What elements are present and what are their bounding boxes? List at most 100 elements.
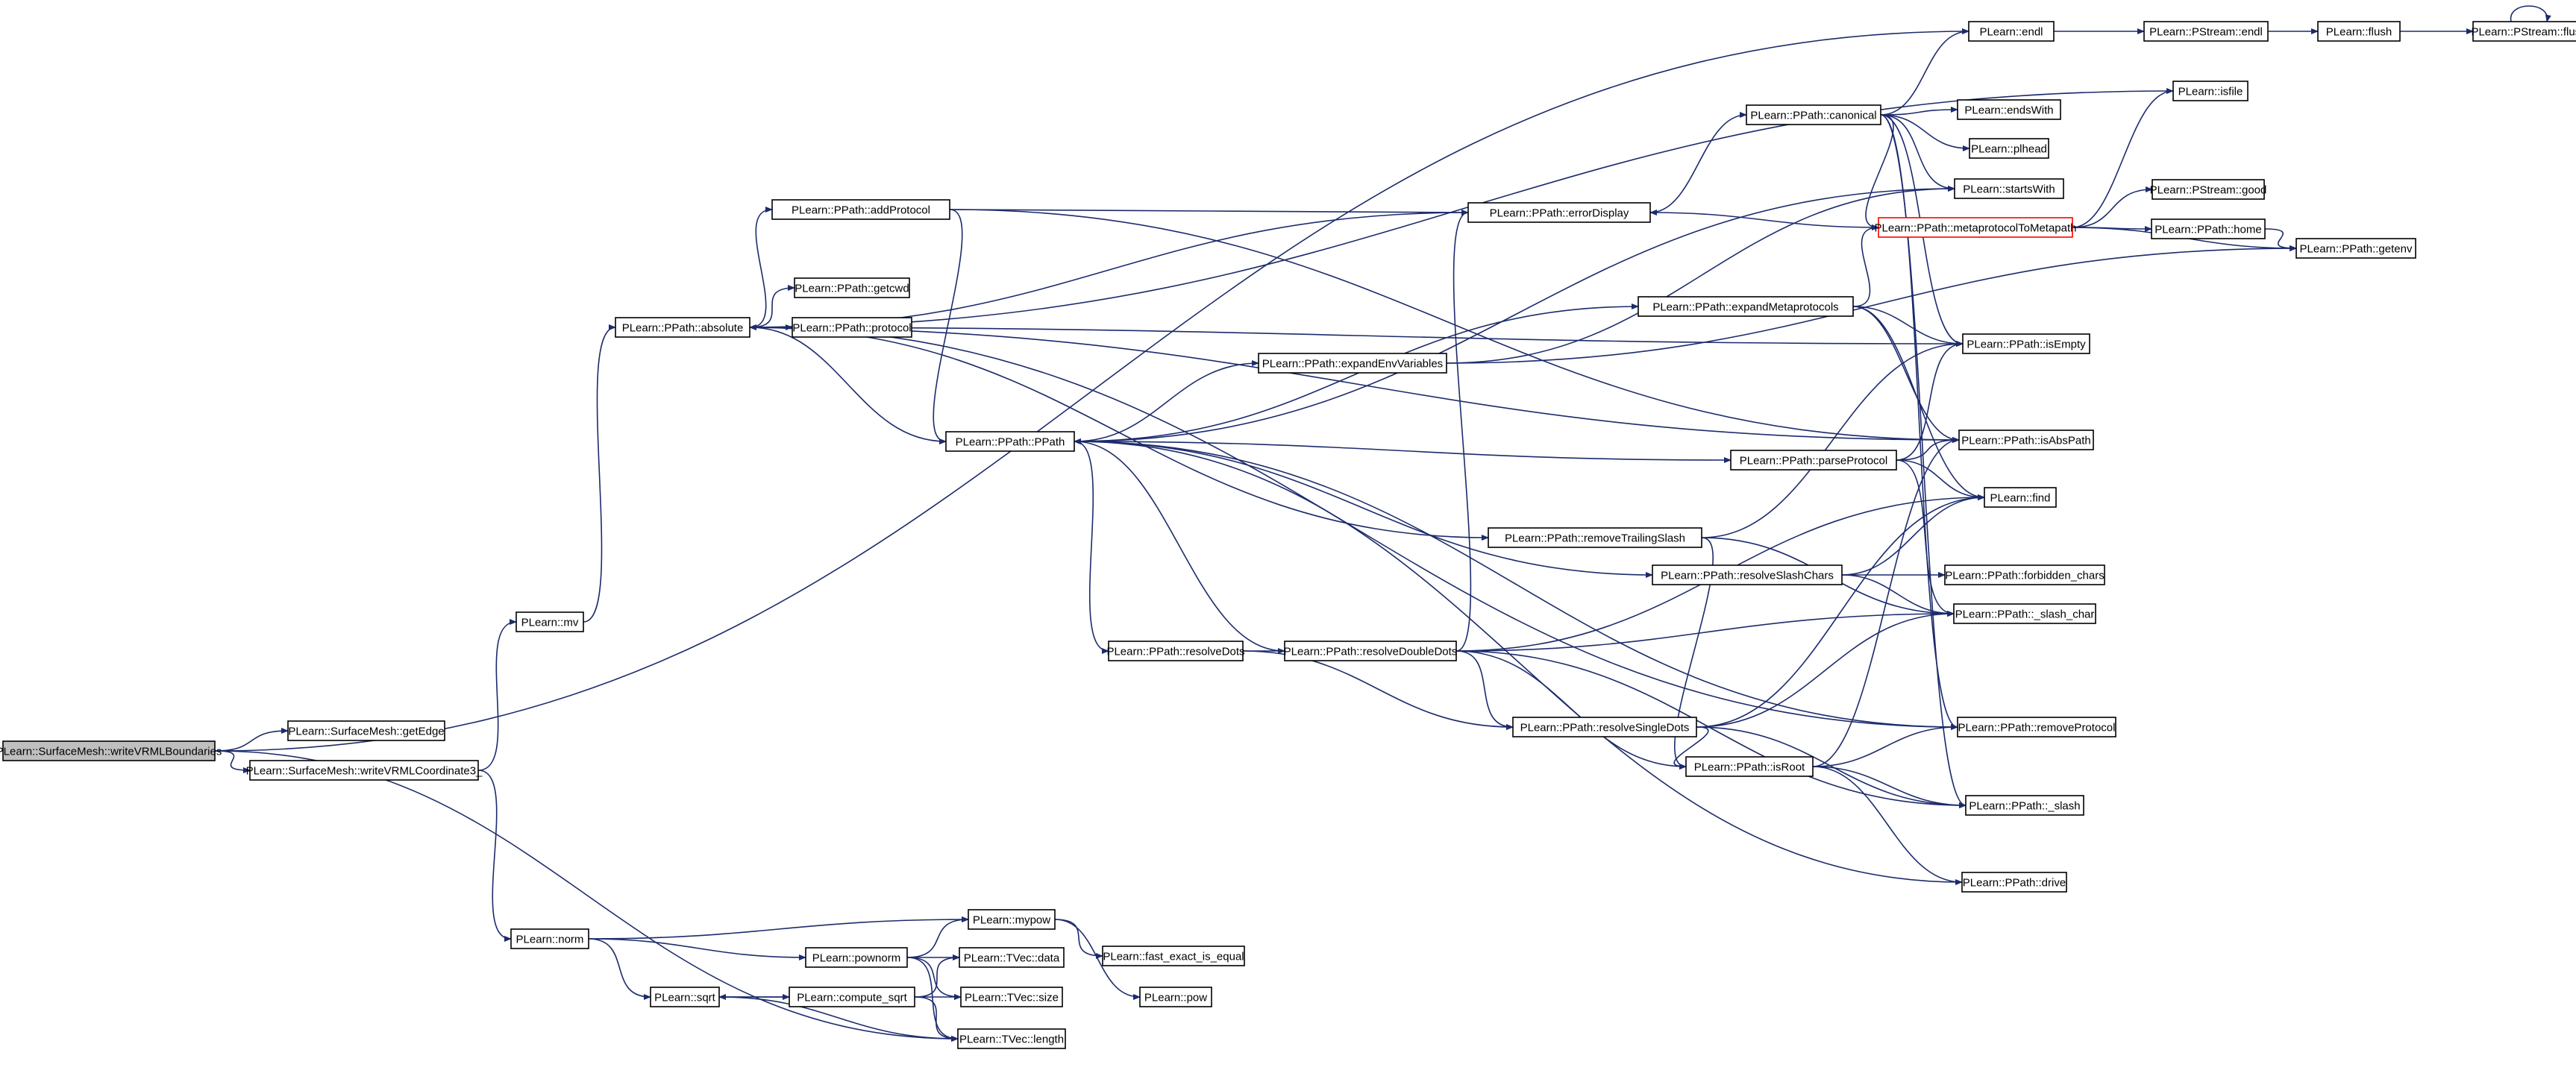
node-box[interactable] [1685,756,1814,777]
node-is-empty[interactable]: PLearn::PPath::isEmpty [1962,333,2090,354]
node-flush[interactable]: PLearn::flush [2317,21,2401,42]
node-endl[interactable]: PLearn::endl [1968,21,2055,42]
node-pstream-good[interactable]: PLearn::PStream::good [2150,179,2267,200]
node-box[interactable] [1969,138,2049,159]
node-box[interactable] [1968,21,2055,42]
node-box[interactable] [1965,795,2084,816]
node-box[interactable] [1102,946,1245,966]
node-box[interactable] [805,947,908,968]
node-box[interactable] [2,740,216,761]
node-box[interactable] [1488,527,1702,548]
node-box[interactable] [287,720,445,741]
node-box[interactable] [1878,217,2073,238]
node-box[interactable] [1957,99,2061,120]
node-add-protocol[interactable]: PLearn::PPath::addProtocol [771,199,950,220]
node-box[interactable] [1512,717,1697,737]
node-isfile[interactable]: PLearn::isfile [2172,81,2248,101]
node-box[interactable] [1652,564,1843,585]
node-box[interactable] [1953,603,2096,624]
node-root[interactable]: PLearn::SurfaceMesh::writeVRMLBoundaries [0,740,222,761]
node-sqrt[interactable]: PLearn::sqrt [650,987,720,1007]
node-write-coord[interactable]: PLearn::SurfaceMesh::writeVRMLCoordinate… [246,760,483,781]
node-is-root[interactable]: PLearn::PPath::isRoot [1685,756,1814,777]
node-box[interactable] [959,947,1065,968]
node-resolve-dots[interactable]: PLearn::PPath::resolveDots [1106,641,1245,661]
node-box[interactable] [2151,218,2266,239]
node-metaprotocol[interactable]: PLearn::PPath::metaprotocolToMetapath [1875,217,2077,238]
node-expand-meta[interactable]: PLearn::PPath::expandMetaprotocols [1638,296,1854,317]
node-resolve-double-dots[interactable]: PLearn::PPath::resolveDoubleDots [1284,641,1458,661]
node-remove-protocol[interactable]: PLearn::PPath::removeProtocol [1957,717,2116,737]
node-box[interactable] [249,760,479,781]
node-box[interactable] [510,928,589,949]
node-canonical[interactable]: PLearn::PPath::canonical [1746,104,1881,125]
node-box[interactable] [2295,238,2416,259]
node-box[interactable] [1467,202,1651,223]
node-tvec-length[interactable]: PLearn::TVec::length [957,1028,1066,1049]
node-absolute[interactable]: PLearn::PPath::absolute [615,317,750,338]
node-box[interactable] [2317,21,2401,42]
node-pstream-endl[interactable]: PLearn::PStream::endl [2143,21,2269,42]
node-expand-env-variables[interactable]: PLearn::PPath::expandEnvVariables [1258,353,1447,374]
node-getcwd[interactable]: PLearn::PPath::getcwd [794,277,910,298]
node-box[interactable] [1139,987,1212,1007]
node-box[interactable] [2152,179,2265,200]
node-ends-with[interactable]: PLearn::endsWith [1957,99,2061,120]
node-box[interactable] [792,317,912,338]
node-slash-char[interactable]: PLearn::PPath::_slash_char [1953,603,2096,624]
node-box[interactable] [1108,641,1244,661]
node-forbidden-chars[interactable]: PLearn::PPath::forbidden_chars [1944,564,2105,585]
node-box[interactable] [945,431,1075,452]
node-box[interactable] [794,277,910,298]
node-box[interactable] [1954,178,2064,199]
node-pstream-flush[interactable]: PLearn::PStream::flush [2471,21,2576,42]
node-mypow[interactable]: PLearn::mypow [968,909,1056,930]
node-mv[interactable]: PLearn::mv [515,611,584,632]
node-norm[interactable]: PLearn::norm [510,928,589,949]
node-getenv[interactable]: PLearn::PPath::getenv [2295,238,2416,259]
node-pow[interactable]: PLearn::pow [1139,987,1212,1007]
node-box[interactable] [515,611,584,632]
node-box[interactable] [1984,487,2057,508]
node-box[interactable] [650,987,720,1007]
node-box[interactable] [615,317,750,338]
node-find[interactable]: PLearn::find [1984,487,2057,508]
node-pownorm[interactable]: PLearn::pownorm [805,947,908,968]
node-plhead[interactable]: PLearn::plhead [1969,138,2049,159]
node-box[interactable] [789,987,915,1007]
node-box[interactable] [1957,717,2116,737]
node-protocol[interactable]: PLearn::PPath::protocol [792,317,912,338]
node-box[interactable] [771,199,950,220]
node-box[interactable] [1962,333,2090,354]
node-home[interactable]: PLearn::PPath::home [2151,218,2266,239]
node-get-edge[interactable]: PLearn::SurfaceMesh::getEdge [287,720,445,741]
node-box[interactable] [1961,872,2067,893]
node-box[interactable] [2172,81,2248,101]
node-tvec-size[interactable]: PLearn::TVec::size [960,987,1063,1007]
node-box[interactable] [1944,564,2105,585]
node-box[interactable] [968,909,1056,930]
node-resolve-slash-chars[interactable]: PLearn::PPath::resolveSlashChars [1652,564,1843,585]
node-box[interactable] [2143,21,2269,42]
node-box[interactable] [1958,430,2094,450]
node-box[interactable] [957,1028,1066,1049]
node-box[interactable] [1730,450,1897,471]
node-box[interactable] [1746,104,1881,125]
node-box[interactable] [960,987,1063,1007]
node-slash[interactable]: PLearn::PPath::_slash [1965,795,2084,816]
node-error-display[interactable]: PLearn::PPath::errorDisplay [1467,202,1651,223]
node-fast-exact[interactable]: PLearn::fast_exact_is_equal [1102,946,1245,966]
node-starts-with[interactable]: PLearn::startsWith [1954,178,2064,199]
node-box[interactable] [1638,296,1854,317]
node-remove-trailing-slash[interactable]: PLearn::PPath::removeTrailingSlash [1488,527,1702,548]
node-resolve-single-dots[interactable]: PLearn::PPath::resolveSingleDots [1512,717,1697,737]
node-is-abs-path[interactable]: PLearn::PPath::isAbsPath [1958,430,2094,450]
node-box[interactable] [2472,21,2576,42]
node-parse-protocol[interactable]: PLearn::PPath::parseProtocol [1730,450,1897,471]
node-box[interactable] [1284,641,1457,661]
node-box[interactable] [1258,353,1447,374]
node-compute-sqrt[interactable]: PLearn::compute_sqrt [789,987,915,1007]
node-ppath[interactable]: PLearn::PPath::PPath [945,431,1075,452]
node-drive[interactable]: PLearn::PPath::drive [1961,872,2067,893]
node-tvec-data[interactable]: PLearn::TVec::data [959,947,1065,968]
